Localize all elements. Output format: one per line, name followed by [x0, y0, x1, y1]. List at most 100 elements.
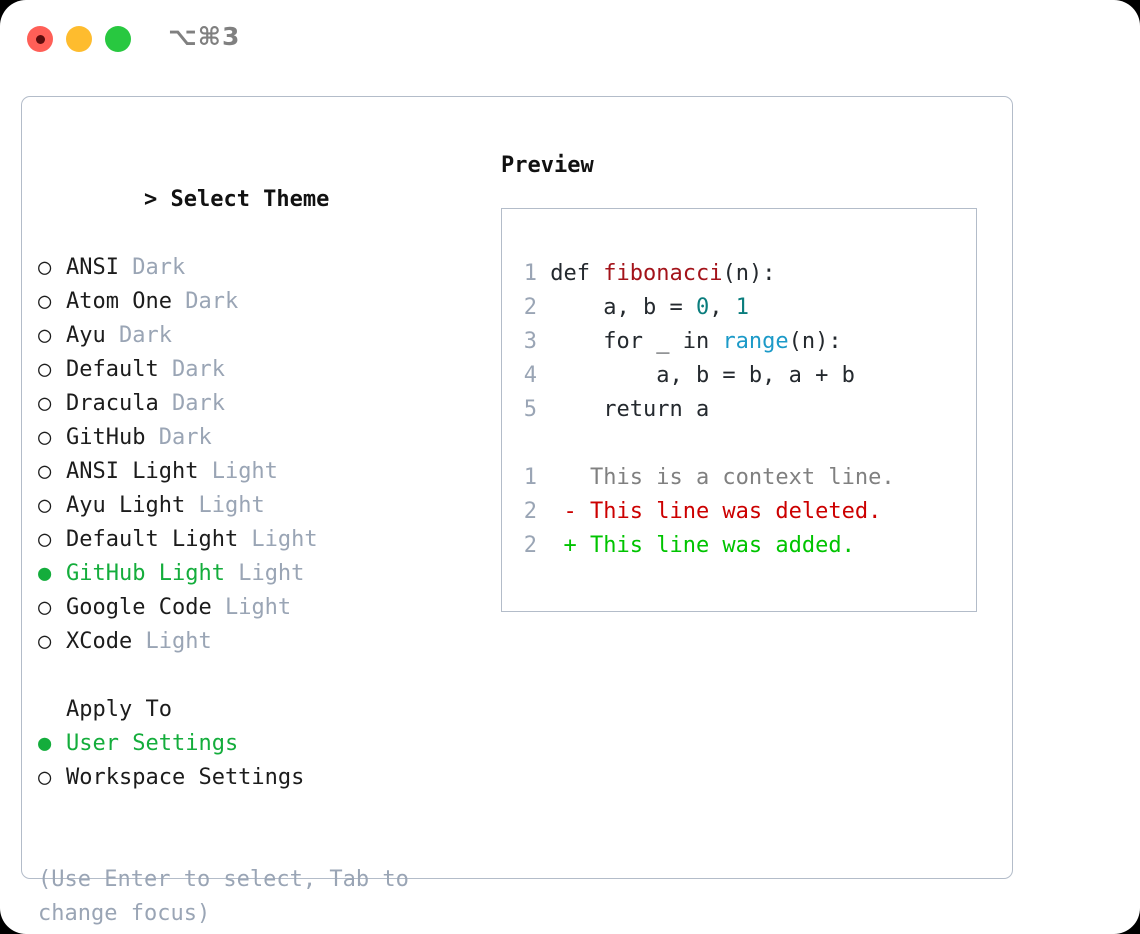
theme-variant-label: Light — [132, 629, 212, 654]
diff-text: This line was added. — [589, 533, 855, 558]
zoom-button[interactable] — [105, 26, 131, 52]
theme-name: Default — [66, 357, 159, 382]
diff-text: This is a context line. — [589, 465, 895, 490]
theme-picker-heading: > Select Theme — [38, 149, 478, 251]
diff-line-text-add: + This line was added. — [537, 533, 855, 558]
code-gutter-space — [537, 329, 550, 354]
code-token-plain: (n): — [722, 261, 776, 286]
code-line: 5 return a — [523, 393, 968, 427]
radio-unselected-icon[interactable]: ○ — [38, 629, 65, 654]
radio-unselected-icon[interactable]: ○ — [38, 527, 65, 552]
radio-unselected-icon[interactable]: ○ — [38, 255, 65, 280]
theme-name: ANSI Light — [66, 459, 199, 484]
theme-list-item[interactable]: ○ Ayu Light Light — [38, 489, 478, 523]
code-line: 3 for _ in range(n): — [523, 325, 968, 359]
theme-name: Atom One — [66, 289, 172, 314]
theme-list-item[interactable]: ○ ANSI Dark — [38, 251, 478, 285]
radio-unselected-icon[interactable]: ○ — [38, 425, 65, 450]
theme-name: GitHub Light — [66, 561, 225, 586]
theme-name: Ayu Light — [66, 493, 186, 518]
theme-picker-column: > Select Theme ○ ANSI Dark○ Atom One Dar… — [38, 149, 478, 931]
heading-text: Select Theme — [170, 187, 330, 212]
theme-list-item[interactable]: ○ Default Dark — [38, 353, 478, 387]
code-token-builtin: range — [722, 329, 789, 354]
theme-variant-label: Light — [224, 561, 305, 586]
theme-name: GitHub — [66, 425, 146, 450]
theme-name: Dracula — [66, 391, 159, 416]
code-token-fn: fibonacci — [603, 261, 723, 286]
theme-list-item[interactable]: ○ XCode Light — [38, 625, 478, 659]
theme-list-item[interactable]: ○ Atom One Dark — [38, 285, 478, 319]
radio-unselected-icon[interactable]: ○ — [38, 595, 65, 620]
radio-selected-icon[interactable]: ● — [38, 731, 65, 756]
traffic-lights — [27, 26, 131, 52]
code-line-number: 1 — [523, 261, 537, 286]
radio-unselected-icon[interactable]: ○ — [38, 357, 65, 382]
radio-selected-icon[interactable]: ● — [38, 561, 65, 586]
theme-list-item[interactable]: ○ Google Code Light — [38, 591, 478, 625]
code-token-plain: return a — [550, 397, 710, 422]
close-button[interactable] — [27, 26, 53, 52]
diff-sign: - — [537, 499, 590, 524]
content-panel: > Select Theme ○ ANSI Dark○ Atom One Dar… — [21, 96, 1013, 926]
theme-variant-label: Dark — [158, 357, 225, 382]
diff-line-number: 2 — [523, 499, 537, 524]
preview-heading: Preview — [501, 153, 594, 178]
theme-variant-label: Light — [211, 595, 292, 620]
code-token-num: 0 — [695, 295, 710, 320]
code-diff-spacer — [523, 427, 968, 461]
code-token-plain: for _ in — [550, 329, 723, 354]
radio-unselected-icon[interactable]: ○ — [38, 765, 65, 790]
theme-variant-label: Light — [198, 459, 278, 484]
theme-variant-label: Light — [238, 527, 318, 552]
diff-block: 1 This is a context line. 2 - This line w… — [523, 461, 968, 563]
diff-sign — [537, 465, 590, 490]
heading-marker: > — [143, 187, 171, 212]
help-hint-text: (Use Enter to select, Tab to change focu… — [38, 867, 409, 926]
radio-unselected-icon[interactable]: ○ — [38, 493, 65, 518]
diff-sign: + — [537, 533, 590, 558]
radio-unselected-icon[interactable]: ○ — [38, 391, 65, 416]
diff-line-number: 2 — [523, 533, 537, 558]
apply-to-item[interactable]: ● User Settings — [38, 727, 478, 761]
theme-list-item[interactable]: ○ Default Light Light — [38, 523, 478, 557]
theme-list: ○ ANSI Dark○ Atom One Dark○ Ayu Dark○ De… — [38, 251, 478, 659]
radio-unselected-icon[interactable]: ○ — [38, 289, 65, 314]
theme-variant-label: Dark — [118, 255, 186, 280]
code-token-plain: def — [550, 261, 604, 286]
theme-name: XCode — [66, 629, 133, 654]
theme-name: ANSI — [66, 255, 119, 280]
radio-unselected-icon[interactable]: ○ — [38, 459, 65, 484]
apply-to-item[interactable]: ○ Workspace Settings — [38, 761, 478, 795]
code-line-number: 4 — [523, 363, 537, 388]
code-line: 2 a, b = 0, 1 — [523, 291, 968, 325]
diff-line-text-ctx: This is a context line. — [537, 465, 895, 490]
diff-line-number: 1 — [523, 465, 537, 490]
code-gutter-space — [537, 295, 550, 320]
code-line-number: 5 — [523, 397, 537, 422]
theme-list-item[interactable]: ○ GitHub Dark — [38, 421, 478, 455]
theme-name: Ayu — [66, 323, 106, 348]
apply-to-label: User Settings — [66, 731, 239, 756]
theme-name: Google Code — [66, 595, 212, 620]
apply-to-label: Workspace Settings — [66, 765, 305, 790]
theme-list-item[interactable]: ○ Dracula Dark — [38, 387, 478, 421]
radio-unselected-icon[interactable]: ○ — [38, 323, 65, 348]
theme-variant-label: Dark — [145, 425, 212, 450]
theme-variant-label: Dark — [171, 289, 239, 314]
theme-list-item[interactable]: ○ ANSI Light Light — [38, 455, 478, 489]
diff-text: This line was deleted. — [589, 499, 882, 524]
apply-to-heading: Apply To — [66, 697, 172, 722]
code-line-number: 3 — [523, 329, 537, 354]
theme-name: Default Light — [66, 527, 239, 552]
theme-variant-label: Dark — [158, 391, 225, 416]
minimize-button[interactable] — [66, 26, 92, 52]
code-gutter-space — [537, 363, 550, 388]
theme-list-item[interactable]: ○ Ayu Dark — [38, 319, 478, 353]
theme-list-item[interactable]: ● GitHub Light Light — [38, 557, 478, 591]
apply-to-list: ● User Settings○ Workspace Settings — [38, 727, 478, 795]
keyboard-shortcut-label: ⌥⌘3 — [168, 22, 241, 51]
